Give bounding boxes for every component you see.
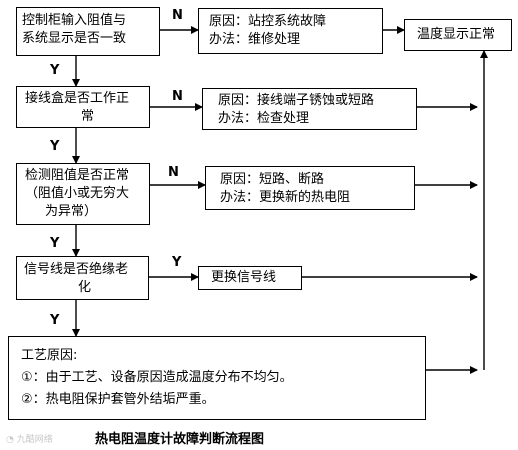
decision-box-3: 检测阻值是否正常 （阻值小或无穷大 为异常） <box>16 163 150 225</box>
branch-label-y3: Y <box>50 236 60 251</box>
decision-1-line-1: 控制柜输入阻值与 <box>22 13 127 28</box>
cause-3-solution: 办法：更换新的热电阻 <box>220 190 351 205</box>
cause-3-reason: 原因：短路、断路 <box>220 172 325 187</box>
cause-box-3: 原因：短路、断路 办法：更换新的热电阻 <box>205 166 415 210</box>
decision-1-line-2: 系统显示是否一致 <box>22 31 127 46</box>
cause-1-solution: 办法：维修处理 <box>209 32 301 47</box>
branch-label-n3: N <box>168 165 179 180</box>
decision-3-line-3: 为异常） <box>45 204 98 219</box>
decision-2-line-2: 常 <box>81 109 95 124</box>
process-heading: 工艺原因: <box>21 348 78 363</box>
process-item-2: ②：热电阻保护套管外结垢严重。 <box>21 392 215 407</box>
decision-2-line-1: 接线盒是否工作正 <box>25 91 130 106</box>
decision-box-4: 信号线是否绝缘老 化 <box>16 256 149 300</box>
result-text: 温度显示正常 <box>417 27 496 42</box>
branch-label-y2: Y <box>50 139 60 154</box>
branch-label-y4-down: Y <box>50 313 60 328</box>
process-item-1: ①：由于工艺、设备原因造成温度分布不均匀。 <box>21 370 293 385</box>
decision-box-1: 控制柜输入阻值与 系统显示是否一致 <box>16 7 160 56</box>
cause-box-1: 原因：站控系统故障 办法：维修处理 <box>198 8 383 54</box>
cause-4-action: 更换信号线 <box>211 270 277 285</box>
process-cause-box: 工艺原因: ①：由于工艺、设备原因造成温度分布不均匀。 ②：热电阻保护套管外结垢… <box>8 336 426 420</box>
watermark-icon: ◔ <box>6 435 14 445</box>
branch-label-n1: N <box>172 8 183 23</box>
branch-label-y1: Y <box>50 63 60 78</box>
cause-1-reason: 原因：站控系统故障 <box>209 14 327 29</box>
branch-label-n2: N <box>172 89 183 104</box>
watermark: ◔ 九酷网络 <box>6 432 53 445</box>
result-box: 温度显示正常 <box>404 19 512 51</box>
decision-box-2: 接线盒是否工作正 常 <box>16 86 150 128</box>
cause-2-reason: 原因：接线端子锈蚀或短路 <box>218 93 375 108</box>
watermark-text: 九酷网络 <box>16 435 53 445</box>
cause-box-2: 原因：接线端子锈蚀或短路 办法：检查处理 <box>202 88 417 130</box>
decision-4-line-1: 信号线是否绝缘老 <box>24 262 129 277</box>
cause-2-solution: 办法：检查处理 <box>218 111 310 126</box>
decision-3-line-2: （阻值小或无穷大 <box>25 186 130 201</box>
decision-3-line-1: 检测阻值是否正常 <box>25 168 130 183</box>
cause-box-4: 更换信号线 <box>198 266 302 290</box>
diagram-caption: 热电阻温度计故障判断流程图 <box>95 432 265 447</box>
decision-4-line-2: 化 <box>78 280 92 295</box>
branch-label-y4-right: Y <box>172 255 182 270</box>
